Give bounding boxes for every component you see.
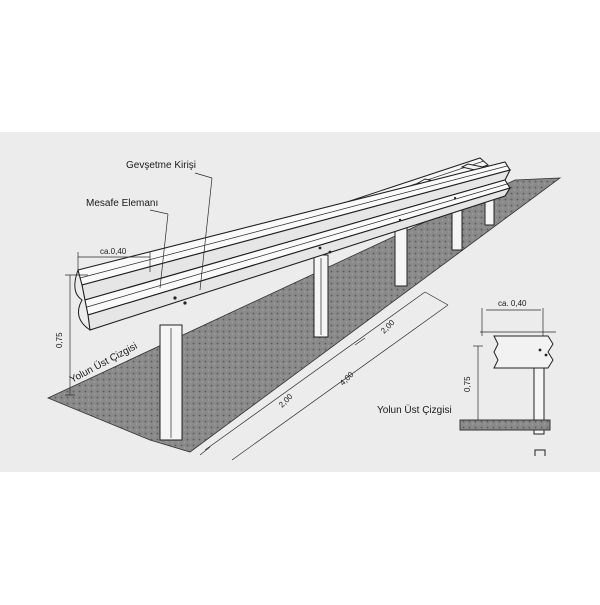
cross-section-detail: ca. 0,40 0,75 bbox=[459, 299, 556, 456]
relaxation-beam-label: Gevşetme Kirişi bbox=[126, 160, 196, 171]
section-ground bbox=[459, 419, 551, 431]
dimension-label: 0,75 bbox=[55, 332, 64, 348]
spacer-element-label: Mesafe Elemanı bbox=[86, 198, 158, 209]
dimension-label: ca. 0,40 bbox=[498, 299, 527, 308]
leader-lines bbox=[149, 172, 213, 291]
w-beam-rail bbox=[74, 161, 512, 331]
bolts bbox=[173, 196, 457, 305]
dimension-label: 0,75 bbox=[463, 376, 472, 392]
height-dimension-left: 0,75 bbox=[55, 274, 88, 396]
section-rail bbox=[493, 335, 554, 369]
dimension-label: ca.0,40 bbox=[100, 247, 127, 256]
offset-dimension-left: ca.0,40 bbox=[77, 247, 151, 272]
road-surface-label-right: Yolun Üst Çizgisi bbox=[377, 404, 452, 416]
post-profile-icon bbox=[534, 449, 546, 456]
